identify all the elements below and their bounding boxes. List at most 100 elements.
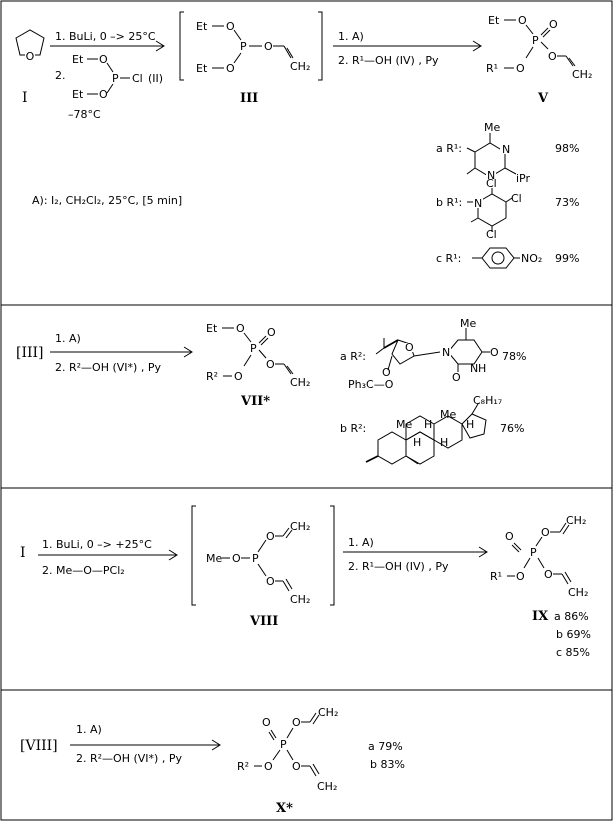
- s3-arrow2-step2: 2. R¹—OH (IV) , Py: [348, 560, 449, 573]
- compound-IX-label: IX: [532, 609, 549, 624]
- product-X-structure: O P O CH₂ O CH₂ R² O: [237, 706, 338, 793]
- s3-yield-a: a 86%: [554, 610, 589, 623]
- s2-variant-b-yield: 76%: [500, 422, 524, 435]
- variant-b-yield: 73%: [555, 196, 579, 209]
- cl-label: Cl: [486, 177, 497, 190]
- arrow1-step1: 1. BuLi, 0 –> 25°C: [55, 30, 156, 43]
- ipr-label: iPr: [516, 172, 530, 185]
- scheme2: [III] 1. A) 2. R²—OH (VI*) , Py Et O P O…: [16, 317, 526, 465]
- me-label: Me: [440, 408, 456, 421]
- variant-a-tag: a R¹:: [436, 142, 462, 155]
- o-label: O: [99, 88, 108, 101]
- o-label: O: [292, 760, 301, 773]
- compound-I-ref: I: [20, 545, 26, 561]
- product-IX-structure: O P O CH₂ O CH₂ R¹ O: [490, 514, 588, 599]
- me-label: Me: [206, 552, 222, 565]
- s3-yield-c: c 85%: [556, 646, 590, 659]
- ch2-label: CH₂: [290, 60, 310, 73]
- r1-label: R¹: [486, 62, 498, 75]
- pyrimidine-structure: Me N N iPr: [466, 121, 530, 185]
- o-label: O: [266, 530, 275, 543]
- r1-label: R¹: [490, 570, 502, 583]
- et-label: Et: [206, 322, 218, 335]
- compound-III-ref: [III]: [16, 345, 44, 361]
- h-label: H: [466, 418, 474, 431]
- cl-label: Cl: [511, 192, 522, 205]
- h-label: H: [440, 436, 448, 449]
- h-label: H: [424, 418, 432, 431]
- o-label: O: [234, 370, 243, 383]
- nucleoside-structure: O Ph₃C—O O N Me O O N H: [348, 317, 499, 391]
- o-label: O: [226, 62, 235, 75]
- s3-yield-b: b 69%: [556, 628, 591, 641]
- o-label: O: [405, 341, 414, 354]
- et-label: Et: [196, 62, 208, 75]
- me-label: Me: [460, 317, 476, 330]
- o-label: O: [267, 326, 276, 339]
- n-label: N: [502, 143, 510, 156]
- et-label: Et: [488, 14, 500, 27]
- o-label: O: [264, 40, 273, 53]
- compound-III-label: III: [240, 91, 258, 106]
- arrow1-step2-num: 2.: [55, 69, 66, 82]
- o-label: O: [541, 526, 550, 539]
- p-label: P: [280, 738, 287, 751]
- c8h17-label: C₈H₁₇: [473, 394, 502, 407]
- s4-arrow-step1: 1. A): [76, 723, 102, 736]
- s4-arrow-step2: 2. R²—OH (VI*) , Py: [76, 752, 182, 765]
- bracket-left: [191, 505, 196, 606]
- arrow2-step2: 2. R¹—OH (IV) , Py: [338, 54, 439, 67]
- s2-variant-a-tag: a R²:: [340, 350, 366, 363]
- scheme3: I 1. BuLi, 0 –> +25°C 2. Me—O—PCl₂ Me O …: [20, 505, 591, 659]
- trityl-label: Ph₃C—O: [348, 378, 394, 391]
- no2-label: NO₂: [521, 252, 542, 265]
- p-label: P: [250, 342, 257, 355]
- arrow2-step1: 1. A): [338, 30, 364, 43]
- o-label: O: [264, 760, 273, 773]
- o-label: O: [518, 14, 527, 27]
- ch2-label: CH₂: [318, 706, 338, 719]
- ch2-label: CH₂: [290, 593, 310, 606]
- o-label: O: [516, 62, 525, 75]
- thf-structure: O: [15, 29, 45, 63]
- compound-VII-label: VII*: [240, 394, 270, 409]
- product-VII-structure: Et O P O O CH₂ R² O: [206, 322, 310, 389]
- bracket-right: [318, 11, 323, 81]
- product-V-structure: Et O P O O CH₂ R¹ O: [486, 14, 592, 81]
- p-label: P: [240, 40, 247, 53]
- ch2-label: CH₂: [317, 780, 337, 793]
- o-label: O: [382, 366, 391, 379]
- p-label: P: [252, 552, 259, 565]
- cl-label: Cl: [486, 228, 497, 241]
- compound-X-label: X*: [276, 801, 293, 816]
- ch2-label: CH₂: [290, 520, 310, 533]
- variant-a-yield: 98%: [555, 142, 579, 155]
- condition-A: A): I₂, CH₂Cl₂, 25°C, [5 min]: [32, 194, 182, 207]
- s4-yield-b: b 83%: [370, 758, 405, 771]
- o-label: O: [226, 20, 235, 33]
- s2-variant-a-yield: 78%: [502, 350, 526, 363]
- compound-V-label: V: [537, 91, 549, 106]
- attach-bond: [466, 147, 476, 153]
- s2-arrow-step2: 2. R²—OH (VI*) , Py: [55, 361, 161, 374]
- et-label: Et: [72, 88, 84, 101]
- n-label: N: [487, 169, 495, 182]
- o-label: O: [232, 552, 241, 565]
- compound-VIII-ref: [VIII]: [20, 738, 58, 754]
- o-label: O: [99, 53, 108, 66]
- s2-arrow-step1: 1. A): [55, 332, 81, 345]
- s3-arrow1-head: [168, 549, 178, 561]
- arrow2-head: [472, 40, 482, 52]
- n-label: N: [474, 197, 482, 210]
- s3-arrow1-step2: 2. Me—O—PCl₂: [42, 564, 125, 577]
- o-label: O: [544, 568, 553, 581]
- s3-arrow2-head: [478, 546, 488, 558]
- o-label: O: [262, 716, 271, 729]
- o-label: O: [548, 50, 557, 63]
- o-label: O: [236, 322, 245, 335]
- dichloropyridine-structure: Cl Cl Cl N: [470, 177, 522, 241]
- h-label: H: [413, 436, 421, 449]
- me-label: Me: [396, 418, 412, 431]
